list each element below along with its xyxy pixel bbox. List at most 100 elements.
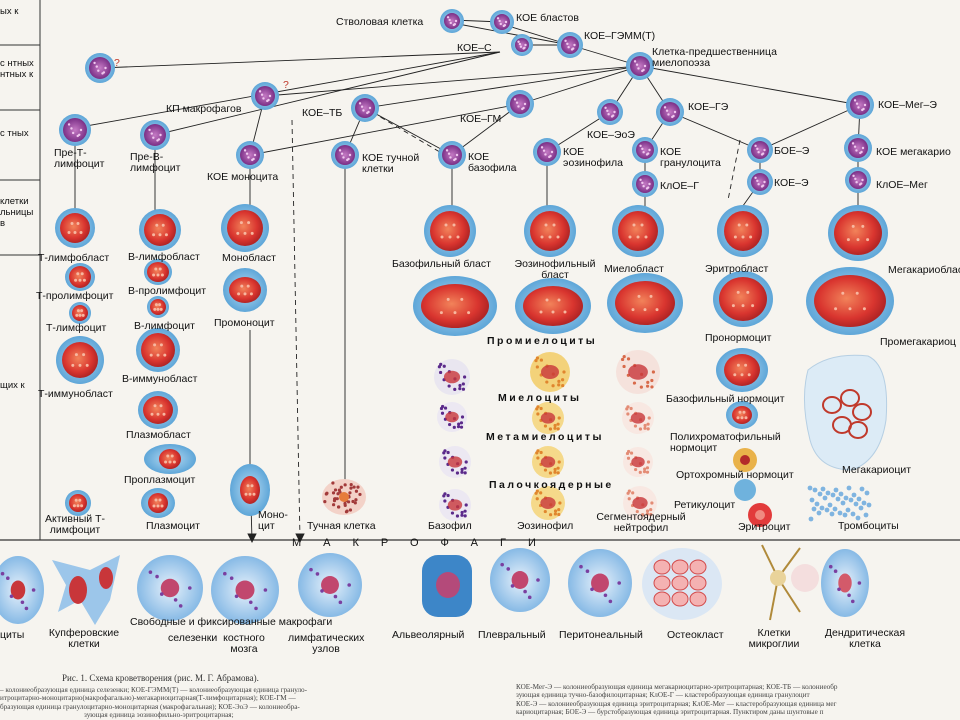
- pleural-macrophage: [490, 548, 550, 612]
- cfu-eo-label: КОЕ–ЭоЭ: [587, 129, 635, 141]
- unknown-progenitor-cell: [85, 53, 115, 83]
- microglia-cell: [761, 544, 819, 621]
- left-cut-label: циты: [0, 629, 25, 641]
- t-immunoblast-label: Т-иммунобласт: [38, 388, 113, 400]
- polychromatophilic-normocyte-label: Полихроматофильный нормоцит: [670, 431, 781, 454]
- question-mark: ?: [114, 57, 120, 69]
- reticulocyte-label: Ретикулоцит: [674, 499, 736, 511]
- megakaryocyte-label: Мегакариоцит: [842, 464, 912, 476]
- eosinophil-blast-cell: [524, 205, 576, 257]
- promonocyte-cell: [223, 268, 267, 312]
- mast-cell-label: Тучная клетка: [307, 520, 376, 532]
- t-lymphoblast-label: Т-лимфобласт: [38, 252, 110, 264]
- side-label-3: с тных: [0, 128, 29, 139]
- eosinophil-metamyelocyte-cell: [532, 402, 564, 434]
- bone-marrow-label: костного мозга: [223, 632, 265, 655]
- boe-e-cell: [747, 137, 773, 163]
- eosinophil-label: Эозинофил: [517, 520, 574, 532]
- basophil-blast-label: Базофильный бласт: [392, 258, 491, 270]
- footnote-right-line: зующая единица тучно-базофилоцитарная; К…: [516, 691, 810, 700]
- megakaryoblast-cell: [828, 205, 888, 261]
- footnote-left-line: – колониеобразующая единица селезенки; К…: [0, 686, 308, 694]
- side-label-5: щих к: [0, 380, 25, 391]
- kp-macrophage-label: КП макрофагов: [166, 103, 242, 115]
- basophil-label: Базофил: [428, 520, 472, 532]
- klo-g-label: КлОЕ–Г: [660, 180, 699, 192]
- alveolar-macrophage: [422, 555, 472, 617]
- metamyelocytes-label: Метамиелоциты: [486, 431, 604, 443]
- platelets-cluster: [807, 485, 872, 522]
- plasmocyte-label: Плазмоцит: [146, 520, 200, 532]
- cfu-megakaryo-cell: [844, 134, 872, 162]
- t-lymphocyte-cell: [69, 302, 91, 324]
- microglia-label: Клетки микроглии: [748, 627, 800, 650]
- basophil-final-cell: [439, 489, 471, 521]
- cfu-gm-cell: [506, 90, 534, 118]
- connector-lines: [74, 19, 861, 544]
- footnote-left: – колониеобразующая единица селезенки; К…: [0, 686, 470, 720]
- platelets-label: Тромбоциты: [838, 520, 899, 532]
- megakaryoblast-label: Мегакариобласт: [888, 264, 960, 276]
- band-cells-label: Палочкоядерные: [489, 479, 614, 491]
- reticulocyte-cell: [734, 479, 756, 501]
- question-mark-2: ?: [283, 79, 289, 91]
- cfu-blast-cell: [490, 10, 514, 34]
- pre-b-cell: [140, 120, 170, 150]
- pre-t-cell: [59, 114, 91, 146]
- b-prolymphocyte-label: В-пролимфоцит: [128, 285, 207, 297]
- myelo-progenitor-label: Клетка-предшественница миелопоэза: [652, 46, 777, 69]
- cfu-megakaryo-label: КОЕ мегакарио: [876, 146, 951, 158]
- osteoclast-label: Остеокласт: [667, 629, 724, 641]
- eosinophil-promyelocyte-cell: [515, 278, 591, 334]
- dendritic-cell: [821, 549, 869, 617]
- osteoclast-cell: [642, 548, 722, 620]
- kp-macrophage-cell: [251, 82, 279, 110]
- eosinophil-blast-label: Эозинофильный бласт: [514, 258, 596, 281]
- cfu-monocyte-cell: [236, 141, 264, 169]
- cfu-mast-label: КОЕ тучной клетки: [362, 152, 420, 175]
- basophil-metamyelocyte-cell: [437, 402, 467, 432]
- monoblast-label: Монобласт: [222, 252, 276, 264]
- macrophages-layer: [0, 544, 869, 625]
- b-lymphoblast-cell: [139, 209, 181, 251]
- t-lymphocyte-label: Т-лимфоцит: [46, 322, 107, 334]
- basophil-blast-cell: [424, 205, 476, 257]
- cfu-granulocyte-label: КОЕ гранулоцита: [660, 146, 721, 169]
- cfu-s-label: КОЕ–С: [457, 42, 492, 54]
- proplasmocyte-cell: [144, 444, 196, 474]
- b-prolymphocyte-cell: [144, 259, 172, 285]
- peritoneal-macrophage: [568, 549, 632, 617]
- orthochromic-normocyte-cell: [733, 448, 757, 472]
- eosinophil-myelocyte-cell: [530, 352, 570, 392]
- monoblast-cell: [221, 204, 269, 252]
- klo-meg-cell: [845, 167, 871, 193]
- alveolar-label: Альвеолярный: [392, 629, 465, 641]
- polychromatophilic-normocyte-cell: [726, 401, 758, 429]
- b-lymphocyte-label: В-лимфоцит: [134, 320, 195, 332]
- left-cut-macrophage: [0, 556, 44, 624]
- footnote-right-line: КОЕ-Э — колониеобразующая единица эритро…: [516, 699, 837, 708]
- boe-e-label: БОЕ–Э: [774, 145, 810, 157]
- neutrophil-final-cell: [623, 486, 657, 520]
- cfu-basophil-cell: [438, 141, 466, 169]
- erythrocyte-cell: [748, 503, 772, 527]
- stem-cell-label: Стволовая клетка: [336, 16, 424, 28]
- cfu-basophil-label: КОЕ базофила: [468, 151, 517, 174]
- cfu-monocyte-label: КОЕ моноцита: [207, 171, 279, 183]
- cfu-eo-cell: [597, 99, 623, 125]
- cfu-ge-cell: [656, 98, 684, 126]
- cfu-e-cell: [747, 169, 773, 195]
- spleen-label: селезенки: [168, 632, 218, 644]
- side-label-4: клетки льницы в: [0, 196, 34, 229]
- promegakaryocyte-cell: [806, 267, 894, 335]
- monocyte-label: Моно-цит: [258, 509, 288, 532]
- pleural-label: Плевральный: [478, 629, 546, 641]
- cfu-gemm-label: КОЕ–ГЭММ(Т): [584, 30, 656, 42]
- promonocyte-label: Промоноцит: [214, 317, 275, 329]
- cfu-eosinophil-label: КОЕ эозинофила: [563, 146, 623, 169]
- t-prolymphocyte-cell: [65, 263, 95, 291]
- kupffer-cells: [52, 555, 120, 625]
- megakaryocyte-cell: [803, 354, 888, 471]
- pre-t-label: Пре-Т-лимфоцит: [54, 147, 105, 170]
